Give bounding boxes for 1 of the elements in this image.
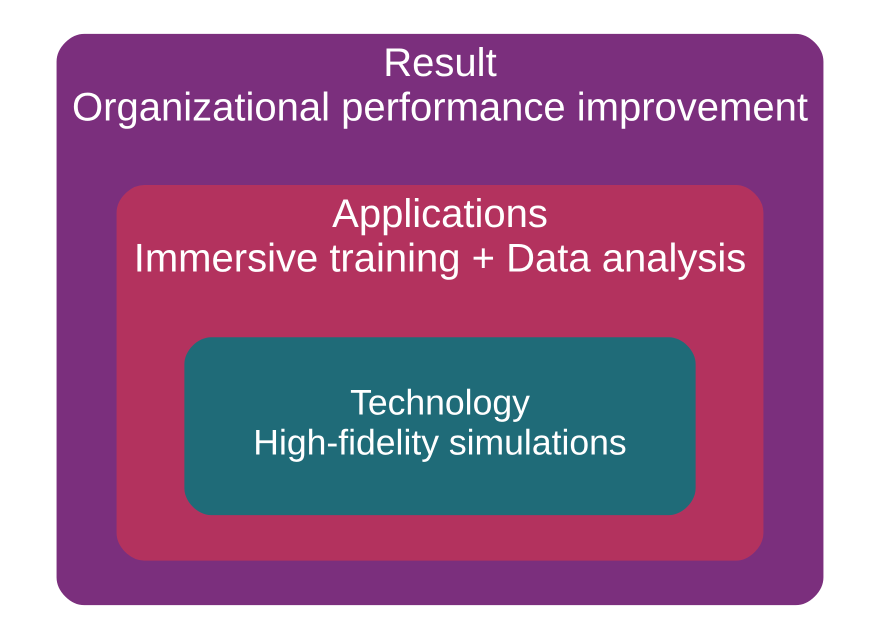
node-box: Technology High-fidelity simulations [184,337,696,516]
